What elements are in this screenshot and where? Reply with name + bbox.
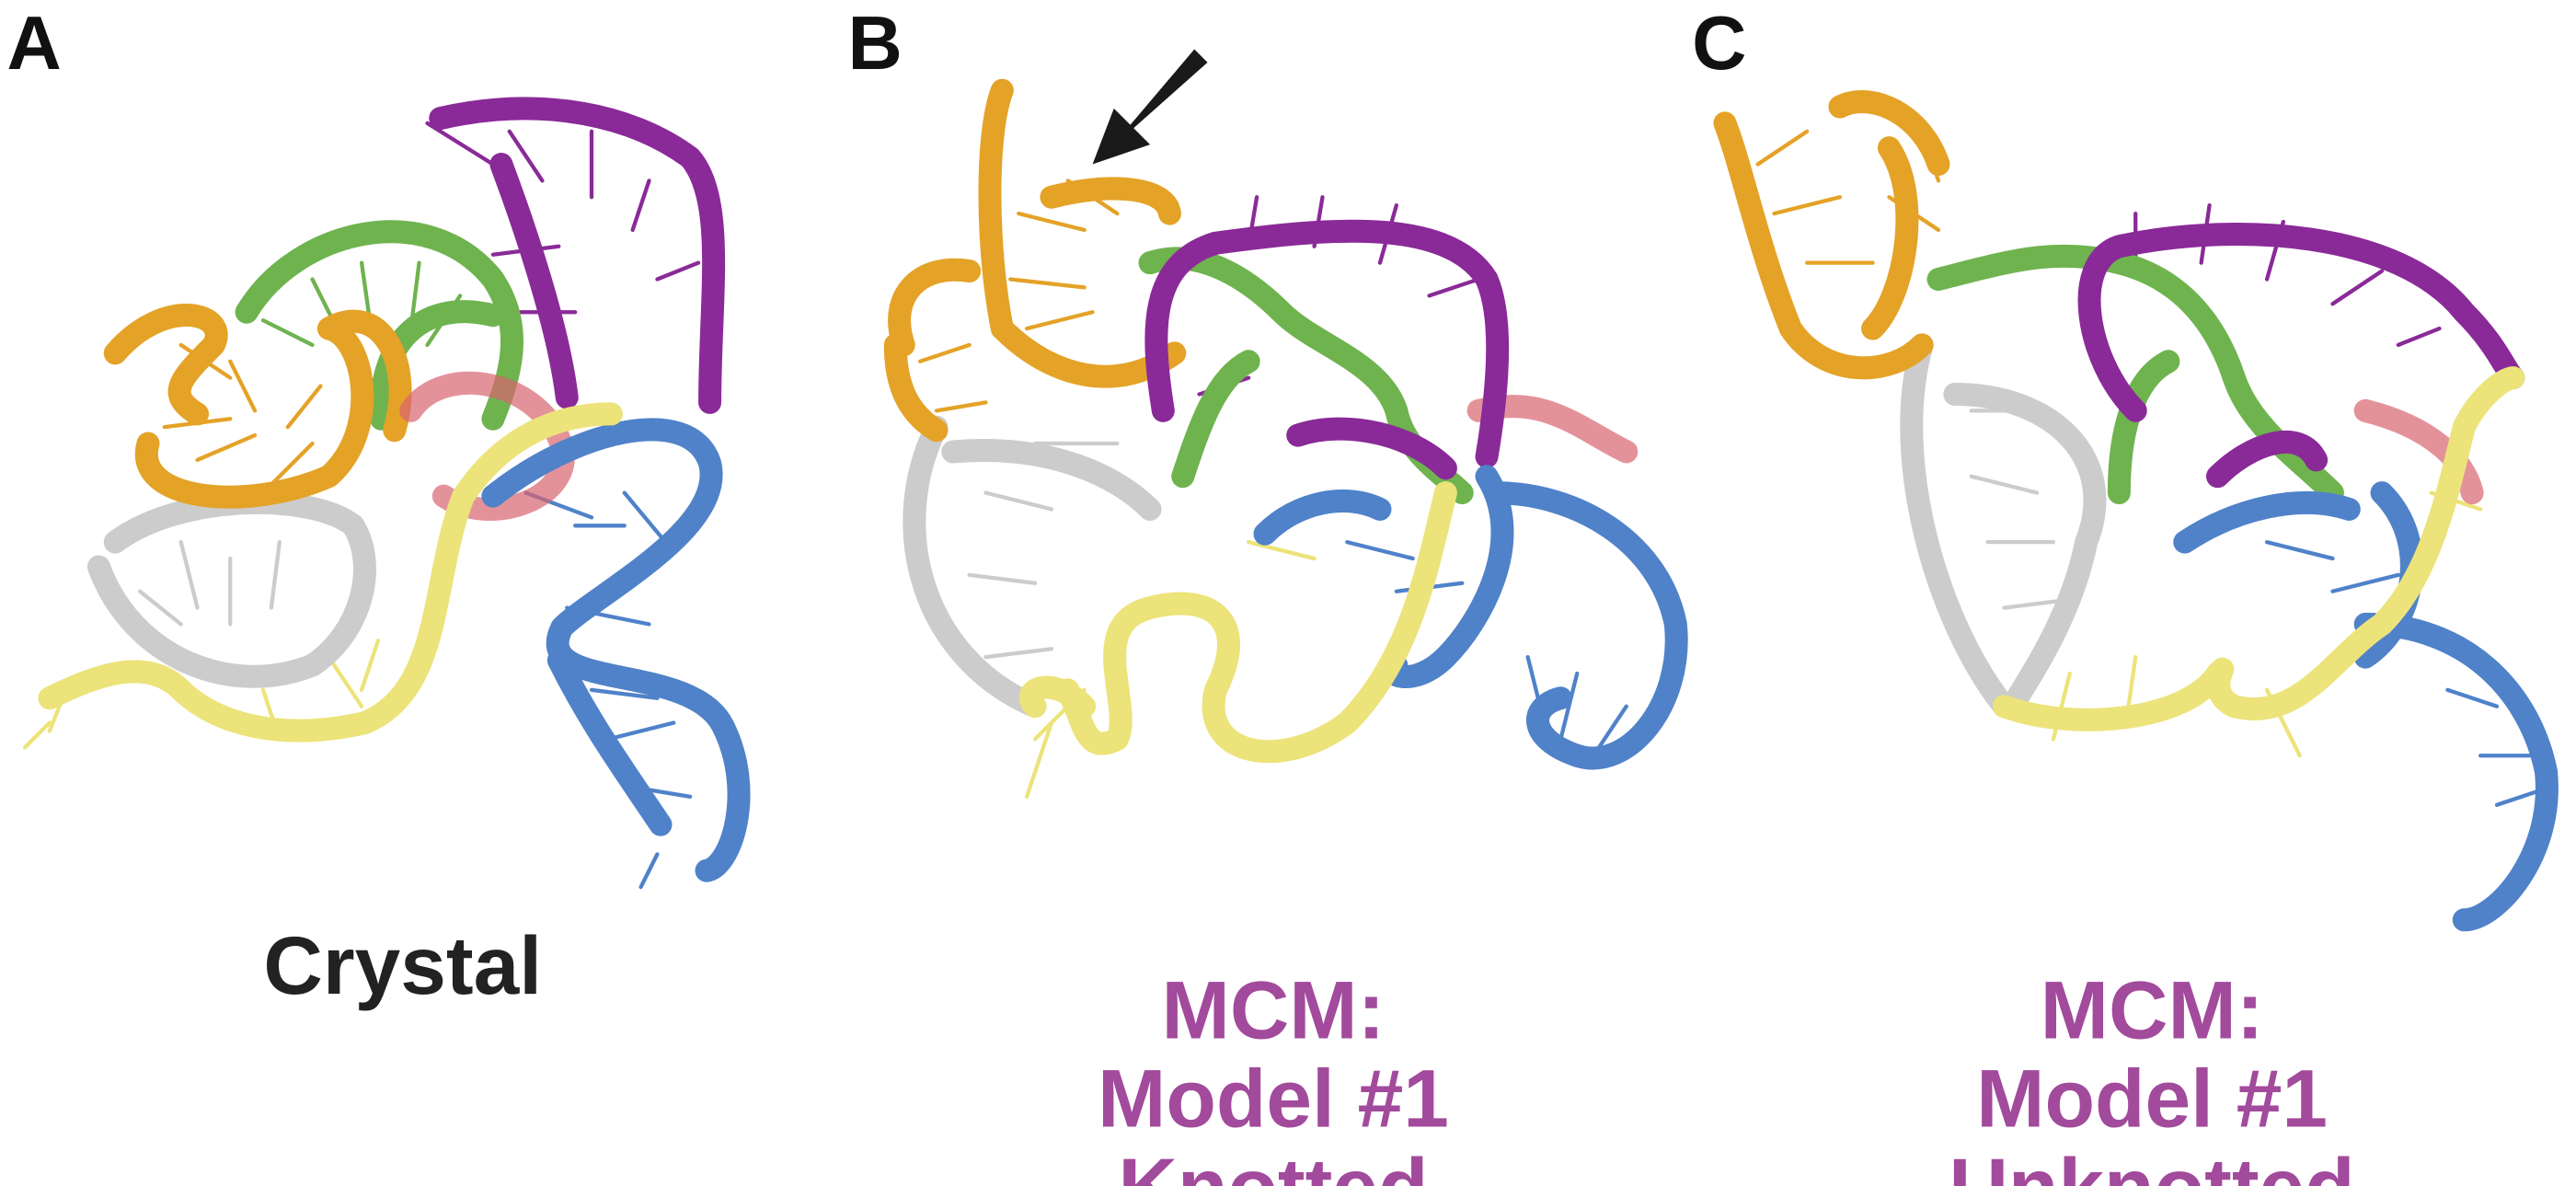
gray-base-sticks — [137, 540, 282, 627]
purple-ribbon — [1144, 219, 1510, 480]
panel-letter-a: A — [6, 2, 61, 86]
caption-line-2: Model #1 — [1098, 1053, 1449, 1145]
blue-ribbon — [481, 418, 751, 882]
panel-letter-b: B — [848, 2, 903, 86]
yellow-ribbon — [1019, 481, 1457, 764]
green-ribbon — [235, 220, 523, 431]
purple-ribbon — [2077, 223, 2525, 489]
yellow-base-sticks — [2051, 490, 2483, 758]
blue-ribbon — [1253, 465, 1688, 770]
gray-ribbon — [1900, 333, 2107, 719]
unknotted-model-structure — [1713, 90, 2559, 932]
caption-line-3: Unknotted — [1949, 1141, 2354, 1186]
orange-ribbon — [103, 304, 412, 509]
orange-base-sticks — [1755, 129, 1941, 265]
orange-ribbon — [883, 78, 1187, 443]
orange-base-sticks — [917, 178, 1120, 413]
arrow-icon — [1092, 49, 1208, 165]
caption-line-3: Knotted — [1118, 1141, 1428, 1186]
blue-base-sticks — [523, 490, 693, 890]
caption-crystal: Crystal — [263, 919, 542, 1011]
red-ribbon — [2353, 398, 2484, 505]
gray-ribbon — [903, 415, 1162, 719]
yellow-ribbon — [1992, 366, 2525, 731]
yellow-ribbon — [38, 402, 623, 743]
caption-line-1: MCM: — [1161, 963, 1385, 1055]
blue-base-sticks — [2264, 540, 2548, 807]
purple-ribbon — [429, 97, 726, 414]
panel-b: B MCM: Model — [848, 2, 1688, 1186]
purple-base-sticks — [425, 121, 701, 315]
caption-line-2: Model #1 — [1976, 1053, 2328, 1145]
panel-c: C MCM: Model #1 — [1692, 2, 2559, 1186]
yellow-base-sticks — [22, 639, 381, 750]
green-ribbon — [1926, 244, 2344, 505]
crystal-structure — [22, 97, 751, 890]
panel-letter-c: C — [1692, 2, 1746, 86]
gray-base-sticks — [967, 441, 1120, 660]
green-base-sticks — [260, 260, 463, 348]
gray-base-sticks — [1969, 409, 2072, 610]
panel-a: A — [6, 2, 751, 1011]
caption-line-1: MCM: — [2041, 963, 2264, 1055]
knotted-model-structure — [883, 78, 1688, 800]
orange-ribbon — [1713, 90, 1950, 380]
